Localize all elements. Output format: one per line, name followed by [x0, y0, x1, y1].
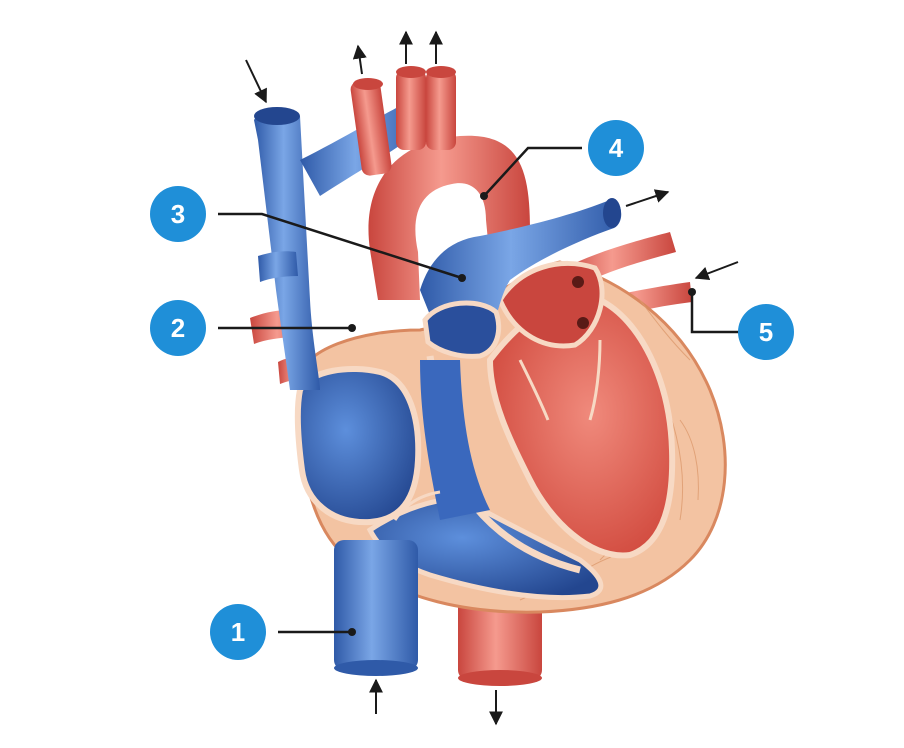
superior-vena-cava — [254, 109, 320, 390]
leader-dot-3 — [458, 274, 466, 282]
inferior-vena-cava — [334, 540, 418, 670]
callout-badge-1: 1 — [210, 604, 266, 660]
leader-line-4 — [483, 146, 582, 197]
badge-label-2: 2 — [171, 313, 185, 343]
leader-dot-1 — [348, 628, 356, 636]
blue-channel — [420, 360, 490, 520]
leader-dot-5 — [688, 288, 696, 296]
arrow-out-pulmonary — [625, 189, 670, 207]
badge-circle-5 — [738, 304, 794, 360]
leader-line-5 — [690, 292, 742, 334]
leader-dot-2 — [348, 324, 356, 332]
callout-badge-4: 4 — [588, 120, 644, 176]
badge-label-4: 4 — [609, 133, 624, 163]
pulmonary-valve — [422, 300, 502, 359]
badge-circle-4 — [588, 120, 644, 176]
arrow-into-svc — [245, 59, 267, 104]
chordae-tendineae — [393, 339, 602, 521]
badge-label-1: 1 — [231, 617, 245, 647]
leader-line-3 — [218, 212, 463, 280]
callout-dots — [348, 192, 696, 636]
badge-circle-1 — [210, 604, 266, 660]
flow-arrows — [245, 30, 739, 726]
aorta-branch-2-top — [396, 66, 426, 78]
descending-aorta-end — [458, 670, 542, 686]
aorta-branch-1 — [350, 79, 392, 176]
arrow-out-branch-1 — [352, 44, 367, 75]
vein-stub-left — [258, 251, 298, 282]
callout-badge-5: 5 — [738, 304, 794, 360]
badge-label-3: 3 — [171, 199, 185, 229]
callout-lines — [218, 146, 742, 634]
aorta-branch-3-top — [426, 66, 456, 78]
badge-circle-3 — [150, 186, 206, 242]
superior-vena-cava-top — [254, 107, 300, 125]
pulmonary-vein-opening-1 — [572, 276, 584, 288]
right-atrium — [294, 366, 422, 526]
badge-label-5: 5 — [759, 317, 773, 347]
aorta-branch-2 — [396, 70, 426, 150]
inferior-vena-cava-end — [334, 660, 418, 676]
callout-badge-3: 3 — [150, 186, 206, 242]
pulmonary-vein-opening-2 — [577, 317, 589, 329]
aorta-branch-1-top — [353, 78, 383, 90]
arrow-into-pulmonary-vein — [694, 261, 739, 281]
callout-badge-2: 2 — [150, 300, 206, 356]
leader-dot-4 — [480, 192, 488, 200]
badge-circle-2 — [150, 300, 206, 356]
pulmonary-artery-end — [603, 198, 621, 228]
aorta-branch-3 — [426, 70, 456, 150]
aortic-arch — [368, 135, 530, 300]
